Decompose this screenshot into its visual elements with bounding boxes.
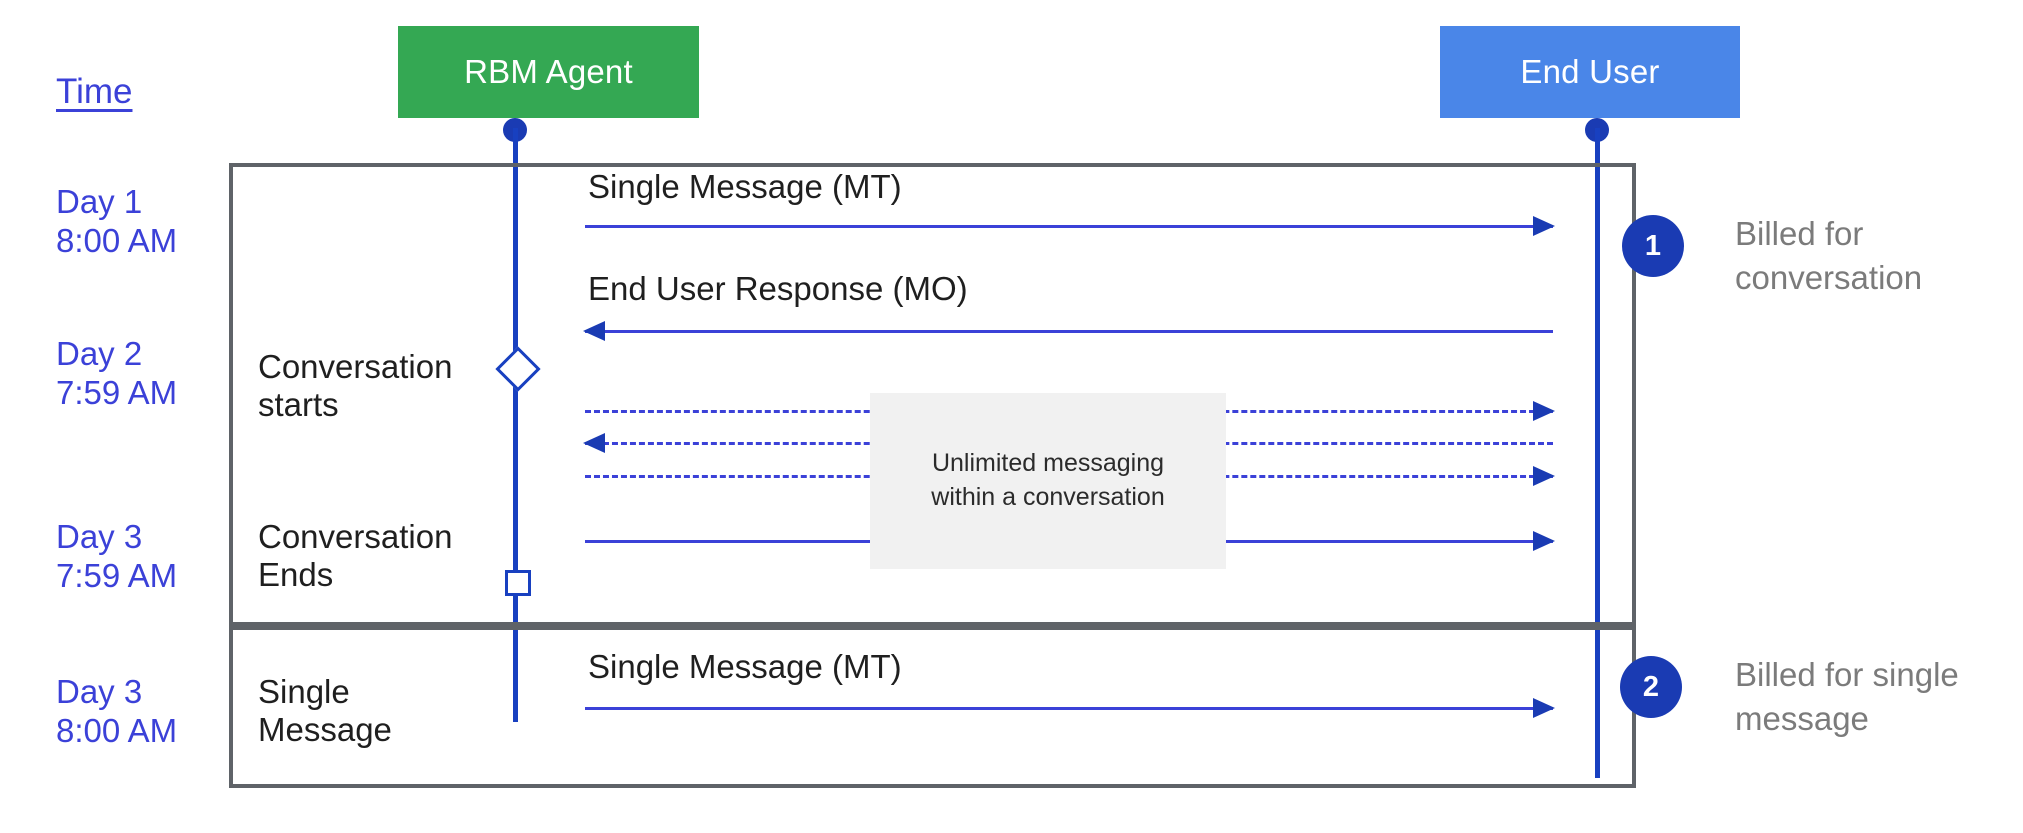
billing-badge-1-number: 1 <box>1644 229 1662 262</box>
end-user-lifeline <box>1595 128 1600 778</box>
billing-annotation-1: Billed for conversation <box>1735 212 1922 299</box>
arrowhead-right-icon <box>1533 698 1555 718</box>
stage-label-conversation-ends-line1: Conversation <box>258 518 453 555</box>
time-axis-label: Time <box>56 72 133 111</box>
participant-end-user-label: End User <box>1520 53 1660 90</box>
unlimited-messaging-note-text: Unlimited messaging within a conversatio… <box>931 447 1164 515</box>
participant-rbm-agent[interactable]: RBM Agent <box>398 26 699 118</box>
stage-label-conversation-starts: Conversation starts <box>258 348 452 425</box>
arrowhead-left-icon <box>583 321 605 341</box>
arrow-shaft <box>585 330 1553 333</box>
arrowhead-right-icon <box>1533 466 1555 486</box>
arrowhead-right-icon <box>1533 216 1555 236</box>
participant-end-user[interactable]: End User <box>1440 26 1740 118</box>
arrow-shaft <box>585 225 1553 228</box>
timestamp-day3-single-day: Day 3 <box>56 673 143 710</box>
stage-label-conversation-ends-line2: Ends <box>258 556 334 594</box>
message-label-end-user-response-mo: End User Response (MO) <box>588 270 968 307</box>
timestamp-day3-end-day: Day 3 <box>56 518 143 555</box>
timestamp-day3-single: Day 3 8:00 AM <box>56 673 177 751</box>
arrowhead-right-icon <box>1533 401 1555 421</box>
conversation-group-box <box>229 163 1636 626</box>
conversation-end-square-icon <box>505 570 531 596</box>
timestamp-day1-day: Day 1 <box>56 183 143 220</box>
unlimited-messaging-note-line2: within a conversation <box>931 483 1165 511</box>
arrowhead-right-icon <box>1533 531 1555 551</box>
message-label-single-message-mt-1: Single Message (MT) <box>588 168 902 205</box>
arrow-shaft <box>585 707 1553 710</box>
unlimited-messaging-note: Unlimited messaging within a conversatio… <box>870 393 1226 569</box>
timestamp-day3-end-time: 7:59 AM <box>56 556 178 594</box>
stage-label-conversation-starts-line2: starts <box>258 386 339 424</box>
billing-annotation-2: Billed for single message <box>1735 653 1959 740</box>
billing-badge-1[interactable]: 1 <box>1622 215 1684 277</box>
stage-label-conversation-starts-line1: Conversation <box>258 348 453 385</box>
arrowhead-left-icon <box>583 433 605 453</box>
billing-annotation-2-line2: message <box>1735 699 1869 737</box>
billing-annotation-2-line1: Billed for single <box>1735 656 1959 693</box>
message-label-single-message-mt-2: Single Message (MT) <box>588 648 902 685</box>
participant-rbm-agent-label: RBM Agent <box>464 53 633 90</box>
unlimited-messaging-note-line1: Unlimited messaging <box>931 449 1165 478</box>
stage-label-conversation-ends: Conversation Ends <box>258 518 452 595</box>
billing-annotation-1-line2: conversation <box>1735 258 1923 296</box>
rbm-agent-lifeline <box>513 128 518 722</box>
timestamp-day3-single-time: 8:00 AM <box>56 711 178 749</box>
timestamp-day3-end: Day 3 7:59 AM <box>56 518 177 596</box>
stage-label-single-message-line1: Single <box>258 673 350 710</box>
timestamp-day2: Day 2 7:59 AM <box>56 335 177 413</box>
timestamp-day1: Day 1 8:00 AM <box>56 183 177 261</box>
billing-badge-2-number: 2 <box>1642 670 1660 703</box>
timestamp-day2-day: Day 2 <box>56 335 143 372</box>
billing-badge-2[interactable]: 2 <box>1620 656 1682 718</box>
billing-annotation-1-line1: Billed for <box>1735 215 1864 252</box>
timestamp-day1-time: 8:00 AM <box>56 221 178 259</box>
stage-label-single-message-line2: Message <box>258 711 392 749</box>
stage-label-single-message: Single Message <box>258 673 392 750</box>
timestamp-day2-time: 7:59 AM <box>56 373 178 411</box>
